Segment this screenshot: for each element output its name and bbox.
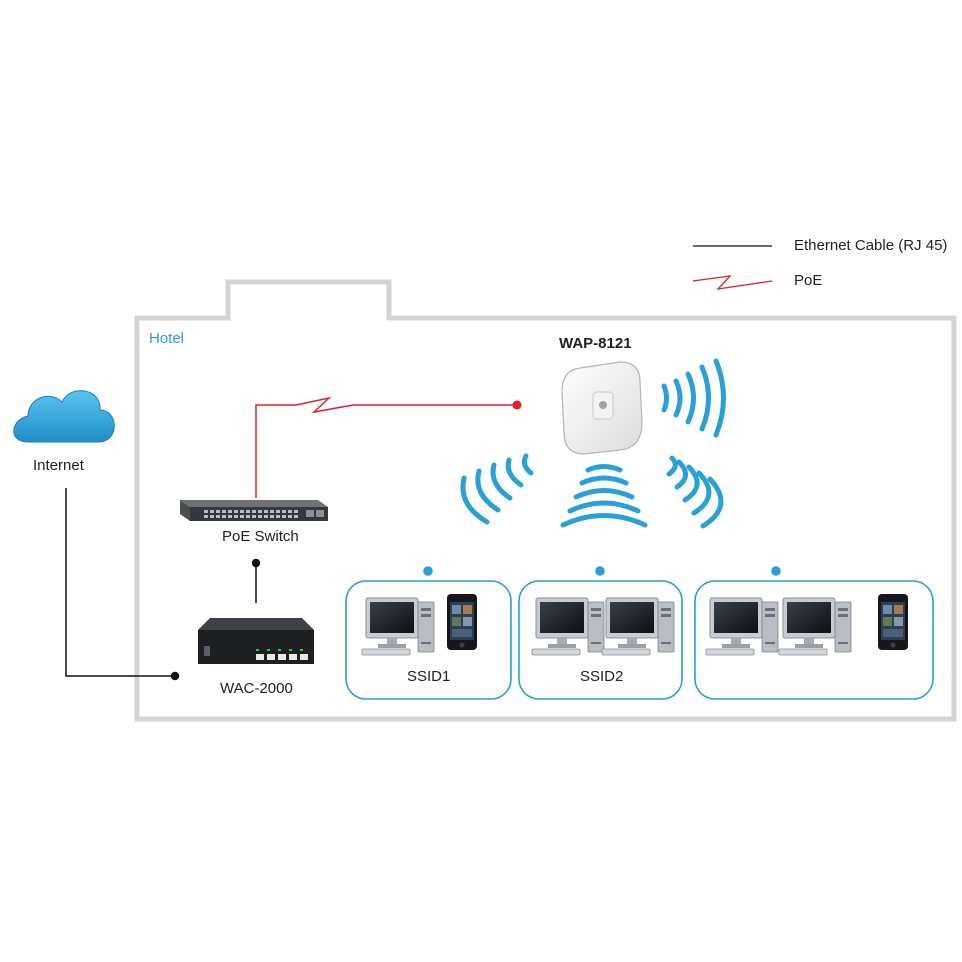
legend-ethernet-label: Ethernet Cable (RJ 45) (794, 237, 948, 254)
smartphone-icon (878, 594, 908, 650)
desktop-computer-icon (705, 597, 779, 656)
smartphone-icon (447, 594, 477, 650)
hotel-zone-label: Hotel (149, 330, 185, 347)
ssid-group-1 (345, 580, 512, 700)
legend-poe-label: PoE (794, 272, 823, 289)
ethernet-internet-to-controller (65, 488, 175, 677)
ssid-group-2-label: SSID2 (580, 668, 624, 685)
wireless-controller-icon (198, 618, 314, 664)
desktop-computer-icon (361, 597, 435, 656)
cloud-icon (13, 390, 115, 443)
access-point-icon (561, 361, 643, 455)
poe-switch-to-ap (255, 396, 517, 498)
ssid-group-3 (694, 580, 934, 700)
ap-port-dot (512, 400, 522, 410)
ssid-group-2-marker (595, 566, 605, 576)
desktop-computer-icon (601, 597, 675, 656)
switch-port-dot (251, 558, 261, 568)
desktop-computer-icon (778, 597, 852, 656)
network-switch-icon (180, 500, 328, 521)
ssid-group-3-marker (771, 566, 781, 576)
controller-label: WAC-2000 (220, 680, 293, 697)
hotel-building-outline (134, 279, 957, 722)
wifi-signal-waves (460, 358, 726, 529)
ssid-group-2 (518, 580, 683, 700)
legend-poe-line (692, 275, 773, 290)
ssid-group-1-label: SSID1 (407, 668, 451, 685)
controller-port-dot (170, 671, 180, 681)
poe-switch-label: PoE Switch (222, 528, 299, 545)
ssid-group-1-marker (423, 566, 433, 576)
desktop-computer-icon (531, 597, 605, 656)
internet-label: Internet (33, 457, 84, 474)
access-point-label: WAP-8121 (559, 335, 632, 352)
